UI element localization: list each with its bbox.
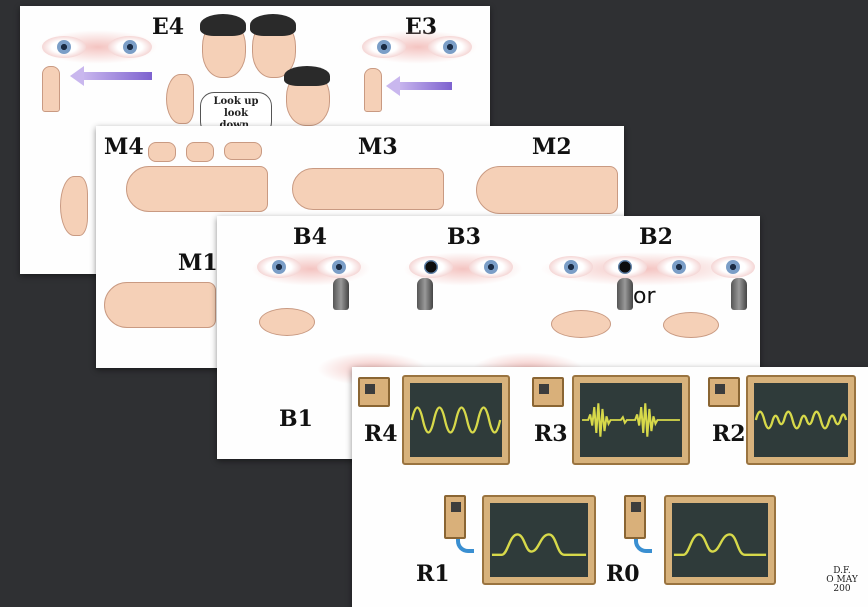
eye-icon: [362, 36, 406, 58]
eye-icon: [317, 256, 361, 278]
arrow-icon: [398, 82, 452, 90]
eye-dilated-icon: [409, 256, 453, 278]
label-b4: B4: [293, 226, 327, 248]
waveform-r1: [490, 503, 588, 577]
label-r1: R1: [416, 563, 450, 585]
hair-icon: [284, 66, 330, 86]
flashlight-icon: [731, 278, 747, 310]
eye-icon: [657, 256, 701, 278]
hair-icon: [250, 14, 296, 36]
patient-body-icon: [104, 282, 216, 328]
ventilator-icon: [532, 377, 564, 407]
or-text: or: [633, 286, 656, 308]
profile-face-icon: [60, 176, 88, 236]
label-r2: R2: [712, 423, 746, 445]
face-icon: [551, 310, 611, 338]
finger-icon: [42, 66, 60, 112]
ventilator-icon: [708, 377, 740, 407]
credit-line-3: 200: [816, 585, 868, 594]
monitor-r4: [402, 375, 510, 465]
label-e4: E4: [152, 16, 184, 38]
arrow-icon: [82, 72, 152, 80]
finger-icon: [364, 68, 382, 112]
flashlight-icon: [333, 278, 349, 310]
label-r0: R0: [606, 563, 640, 585]
patient-body-icon: [476, 166, 618, 214]
label-b1: B1: [279, 408, 313, 430]
monitor-screen: [672, 503, 768, 577]
eye-icon: [469, 256, 513, 278]
flashlight-icon: [417, 278, 433, 310]
patient-body-icon: [292, 168, 444, 210]
eye-dilated-icon: [603, 256, 647, 278]
hand-icon: [186, 142, 214, 162]
eye-icon: [549, 256, 593, 278]
label-b2: B2: [639, 226, 673, 248]
label-m1: M1: [178, 252, 218, 274]
ventilator-icon: [358, 377, 390, 407]
artist-credit: D.F. O MAY 200: [816, 567, 868, 594]
label-b3: B3: [447, 226, 481, 248]
face-icon: [259, 308, 315, 336]
monitor-screen: [490, 503, 588, 577]
monitor-r2: [746, 375, 856, 465]
waveform-r0: [672, 503, 768, 577]
monitor-r3: [572, 375, 690, 465]
hand-icon: [148, 142, 176, 162]
face-icon: [663, 312, 719, 338]
card-respiration: R4 R3 R2 R1 R0: [352, 367, 868, 607]
tube-icon: [456, 539, 474, 553]
waveform-r2: [754, 383, 848, 457]
monitor-screen: [580, 383, 682, 457]
eye-icon: [42, 36, 86, 58]
tube-icon: [634, 539, 652, 553]
label-m2: M2: [532, 136, 572, 158]
waveform-r3: [580, 383, 682, 457]
speech-line-1: Look up: [207, 96, 265, 108]
hand-icon: [224, 142, 262, 160]
monitor-r0: [664, 495, 776, 585]
monitor-r1: [482, 495, 596, 585]
label-r4: R4: [364, 423, 398, 445]
monitor-screen: [754, 383, 848, 457]
waveform-r4: [410, 383, 502, 457]
ventilator-icon: [444, 495, 466, 539]
patient-body-icon: [126, 166, 268, 212]
monitor-screen: [410, 383, 502, 457]
eye-icon: [108, 36, 152, 58]
hair-icon: [200, 14, 246, 36]
eye-icon: [257, 256, 301, 278]
label-m3: M3: [358, 136, 398, 158]
ventilator-icon: [624, 495, 646, 539]
label-r3: R3: [534, 423, 568, 445]
profile-face-icon: [166, 74, 194, 124]
flashlight-icon: [617, 278, 633, 310]
eye-icon: [711, 256, 755, 278]
label-m4: M4: [104, 136, 144, 158]
eye-icon: [428, 36, 472, 58]
